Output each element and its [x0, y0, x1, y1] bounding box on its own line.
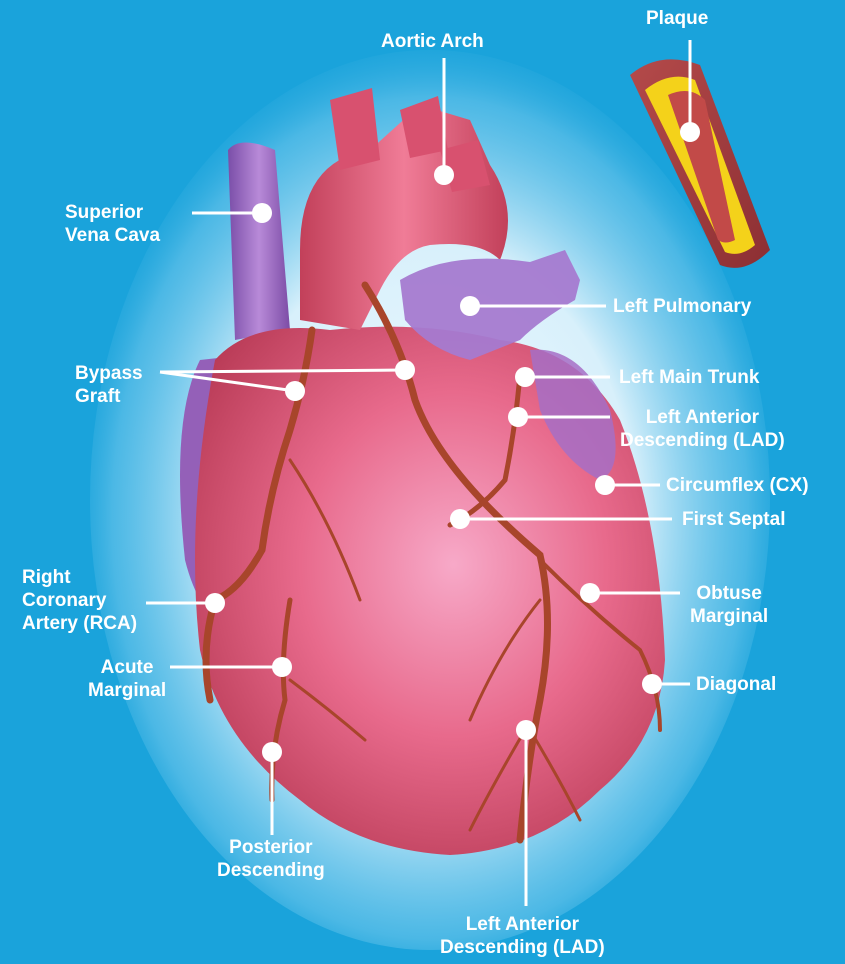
label-rca: Right Coronary Artery (RCA) [22, 566, 137, 635]
marker-om [580, 583, 600, 603]
marker-lmt [515, 367, 535, 387]
marker-aortic-arch [434, 165, 454, 185]
marker-rca [205, 593, 225, 613]
label-left-main-trunk: Left Main Trunk [619, 366, 759, 389]
marker-first-septal [450, 509, 470, 529]
marker-lad-upper [508, 407, 528, 427]
label-circumflex: Circumflex (CX) [666, 474, 809, 497]
label-posterior-descending: Posterior Descending [217, 836, 325, 882]
label-bypass-graft: Bypass Graft [75, 362, 143, 408]
marker-cx [595, 475, 615, 495]
marker-plaque [680, 122, 700, 142]
leader-bypass-2 [160, 370, 405, 372]
marker-pd [262, 742, 282, 762]
label-aortic-arch: Aortic Arch [381, 30, 484, 53]
label-diagonal: Diagonal [696, 673, 776, 696]
marker-svc [252, 203, 272, 223]
label-plaque: Plaque [646, 7, 708, 30]
marker-lad-lower [516, 720, 536, 740]
label-superior-vena-cava: Superior Vena Cava [65, 201, 160, 247]
label-lad-upper: Left Anterior Descending (LAD) [620, 406, 785, 452]
label-obtuse-marginal: Obtuse Marginal [690, 582, 768, 628]
leader-bypass-1 [160, 372, 295, 391]
label-left-pulmonary: Left Pulmonary [613, 295, 751, 318]
label-acute-marginal: Acute Marginal [88, 656, 166, 702]
marker-left-pulmonary [460, 296, 480, 316]
marker-bypass-2 [395, 360, 415, 380]
marker-bypass-1 [285, 381, 305, 401]
label-first-septal: First Septal [682, 508, 785, 531]
marker-diagonal [642, 674, 662, 694]
label-lad-lower: Left Anterior Descending (LAD) [440, 913, 605, 959]
marker-acute [272, 657, 292, 677]
